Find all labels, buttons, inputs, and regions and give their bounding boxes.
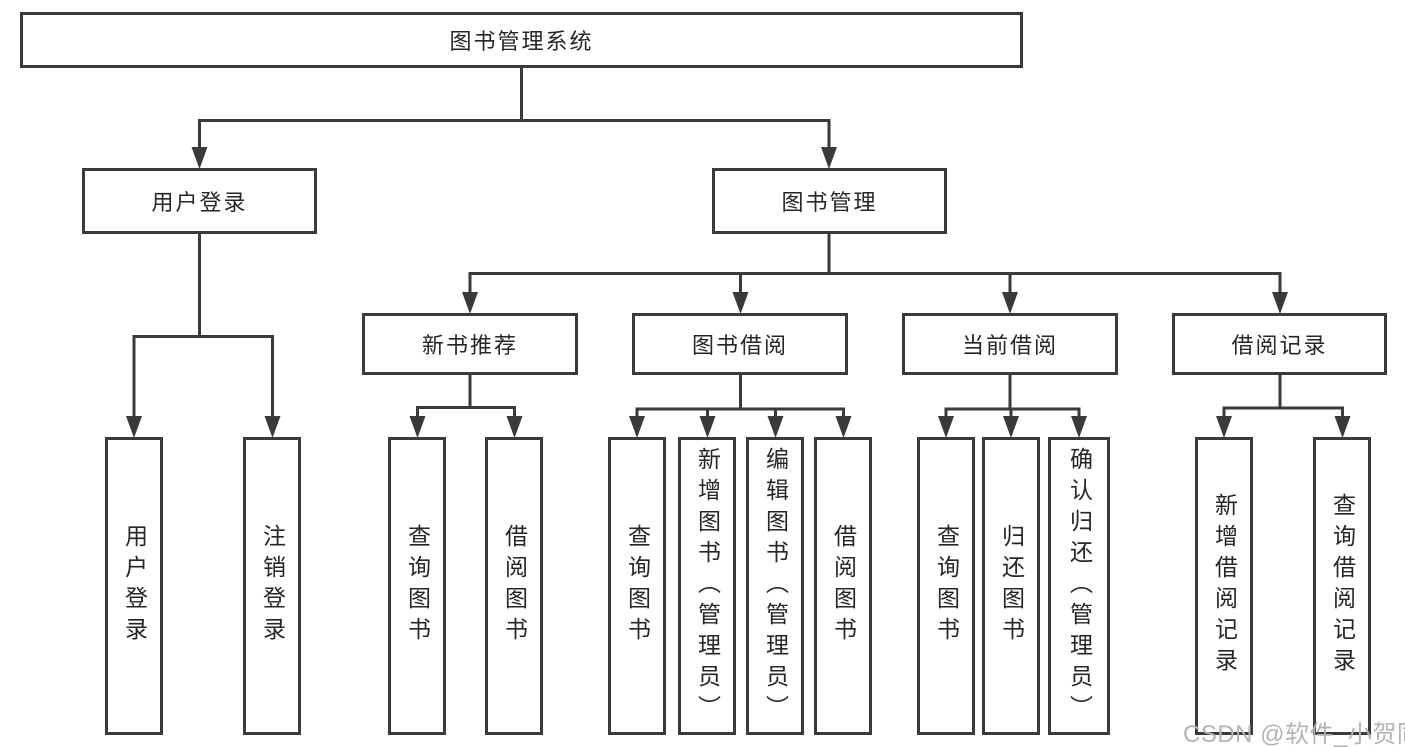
node-book-management: 图书管理 [712,168,947,234]
leaf-query-book-recommend: 查询图书 [388,437,446,735]
node-borrow-records: 借阅记录 [1172,313,1387,375]
leaf-borrow-book-recommend: 借阅图书 [485,437,543,735]
arrow-icon [1071,416,1087,438]
arrow-icon [1216,416,1232,438]
node-new-book-recommend: 新书推荐 [362,313,578,375]
node-library-management-system: 图书管理系统 [20,12,1023,68]
edge-newbook-branch [416,406,516,420]
arrow-icon [1334,416,1351,438]
arrow-icon [1003,416,1019,438]
edge-root-branch [198,119,831,152]
arrow-icon [835,416,852,438]
edge-bookborrow-branch [635,407,845,420]
arrow-icon [409,416,426,438]
arrow-icon [767,416,784,438]
leaf-query-book-borrow: 查询图书 [608,437,666,735]
leaf-add-book-admin: 新增图书（管理员） [678,437,736,735]
edge-bookmgmt-branch [468,272,1282,296]
edge-userlogin-branch [132,335,274,420]
leaf-borrow-book: 借阅图书 [814,437,872,735]
csdn-watermark: CSDN @软件_小贺同学 [1183,721,1405,747]
arrowheads [126,147,1351,438]
leaf-logout: 注销登录 [243,437,301,735]
arrow-icon [506,416,523,438]
leaf-edit-book-admin: 编辑图书（管理员） [746,437,804,735]
leaf-query-book-current: 查询图书 [917,437,975,735]
leaf-user-login: 用户登录 [105,437,163,735]
leaf-return-book: 归还图书 [982,437,1040,735]
arrow-icon [1272,292,1288,314]
leaf-confirm-return-admin: 确认归还（管理员） [1048,437,1110,735]
arrow-icon [191,147,208,169]
leaf-add-borrow-record: 新增借阅记录 [1195,437,1253,735]
arrow-icon [938,416,954,438]
arrow-icon [629,416,645,438]
arrow-icon [1002,292,1018,314]
node-user-login: 用户登录 [82,168,317,234]
arrow-icon [699,416,716,438]
node-current-borrow: 当前借阅 [902,313,1118,375]
arrow-icon [462,292,478,314]
edge-borrowrecords-branch [1222,406,1344,420]
node-book-borrow: 图书借阅 [632,313,848,375]
arrow-icon [126,416,142,438]
leaf-query-borrow-record: 查询借阅记录 [1313,437,1371,735]
arrow-icon [821,147,837,169]
arrow-icon [264,416,281,438]
arrow-icon [732,292,749,314]
